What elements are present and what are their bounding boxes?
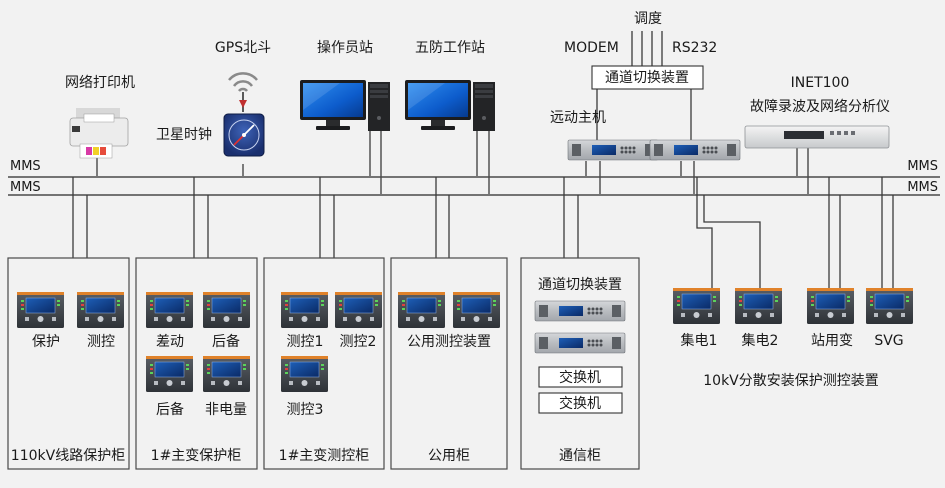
line-protection-title: 110kV线路保护柜 — [11, 448, 125, 464]
cabinet-main-transformer-control: 测控1 测控2 测控3 1#主变测控柜 — [263, 257, 385, 470]
public-title: 公用柜 — [428, 448, 470, 464]
operator-station: 操作员站 — [300, 40, 390, 131]
operator-station-label: 操作员站 — [317, 40, 373, 56]
control-device-icon — [397, 291, 446, 329]
protection-device-icon — [16, 291, 65, 329]
distributed-devices: 集电1 集电2 站用变 SVG 10kV分散安装保护测控装置 — [672, 287, 914, 389]
communication-switch-1: 交换机 — [559, 369, 601, 386]
channel-switch-unit-icon — [534, 332, 626, 354]
distributed-title: 10kV分散安装保护测控装置 — [703, 373, 879, 389]
control-device-icon — [334, 291, 383, 329]
protection-device-icon — [202, 355, 251, 393]
main-transformer-protection-dev-2: 后备 — [212, 333, 240, 350]
switch-2-box — [538, 392, 623, 414]
distributed-device-icon — [672, 287, 721, 325]
gps-clock: GPS北斗 卫星时钟 — [156, 40, 271, 157]
main-transformer-protection-dev-3: 后备 — [156, 401, 184, 418]
protection-device-icon — [76, 291, 125, 329]
main-transformer-control-dev-2: 测控2 — [340, 334, 377, 350]
operator-workstation-icon — [300, 80, 390, 131]
satellite-signal-icon — [228, 72, 258, 112]
main-transformer-protection-dev-4: 非电量 — [205, 402, 247, 418]
cabinet-communication: 通道切换装置 交换机 交换机 通信柜 — [520, 257, 640, 470]
switch-1-box — [538, 366, 623, 388]
distributed-dev-3: 站用变 — [811, 333, 853, 349]
mms-label-right-1: MMS — [907, 159, 938, 174]
communication-switch-2: 交换机 — [559, 395, 601, 412]
satellite-clock-label: 卫星时钟 — [156, 126, 212, 143]
cabinet-public: 公用测控装置 公用柜 — [390, 257, 508, 470]
distributed-device-icon — [806, 287, 855, 325]
five-prevention-station-label: 五防工作站 — [415, 40, 485, 56]
distributed-device-icon — [865, 287, 914, 325]
communication-channel-switch-label: 通道切换装置 — [538, 276, 622, 293]
distributed-device-icon — [734, 287, 783, 325]
fault-recorder-icon — [744, 125, 890, 149]
dispatch-channel: 调度 MODEM RS232 通道切换装置 远动主机 — [550, 11, 741, 161]
dispatch-label: 调度 — [634, 11, 662, 27]
main-transformer-control-dev-1: 测控1 — [287, 334, 324, 350]
bottom-connection-lines — [72, 177, 894, 288]
network-printer-label: 网络打印机 — [65, 74, 135, 91]
fault-recorder: INET100 故障录波及网络分析仪 — [744, 75, 890, 149]
public-dev-1: 公用测控装置 — [407, 334, 491, 350]
gps-label: GPS北斗 — [215, 40, 271, 56]
fault-recorder-label: 故障录波及网络分析仪 — [750, 99, 890, 115]
line-protection-dev-1: 保护 — [32, 334, 60, 350]
channel-switch-unit-icon — [534, 300, 626, 322]
inet-model-label: INET100 — [791, 75, 850, 91]
main-transformer-protection-dev-1: 差动 — [156, 334, 184, 350]
mms-label-right-2: MMS — [907, 180, 938, 195]
distributed-dev-4: SVG — [874, 333, 903, 349]
main-transformer-control-dev-3: 测控3 — [287, 402, 324, 418]
main-transformer-protection-title: 1#主变保护柜 — [151, 448, 242, 464]
telecontrol-host-2-icon — [649, 139, 741, 161]
five-prevention-station: 五防工作站 — [405, 40, 495, 131]
control-device-icon — [452, 291, 501, 329]
communication-title: 通信柜 — [559, 448, 601, 464]
channel-switch-label: 通道切换装置 — [605, 69, 689, 86]
protection-device-icon — [202, 291, 251, 329]
protection-device-icon — [145, 355, 194, 393]
printer-icon — [69, 108, 129, 159]
clock-icon — [223, 113, 265, 157]
telecontrol-host-1-icon — [567, 139, 659, 161]
main-transformer-control-title: 1#主变测控柜 — [279, 448, 370, 464]
distributed-dev-1: 集电1 — [681, 332, 718, 349]
five-prevention-workstation-icon — [405, 80, 495, 131]
protection-device-icon — [145, 291, 194, 329]
control-device-icon — [280, 355, 329, 393]
cabinet-line-protection: 保护 测控 110kV线路保护柜 — [7, 257, 130, 470]
telecontrol-host-label: 远动主机 — [550, 110, 606, 126]
channel-switch-box — [591, 65, 704, 90]
rs232-label: RS232 — [672, 40, 717, 56]
mms-label-left-1: MMS — [10, 159, 41, 174]
modem-label: MODEM — [564, 40, 619, 56]
network-printer: 网络打印机 — [65, 74, 135, 159]
cabinet-main-transformer-protection: 差动 后备 后备 非电量 1#主变保护柜 — [135, 257, 258, 470]
line-protection-dev-2: 测控 — [87, 334, 115, 350]
distributed-dev-2: 集电2 — [742, 332, 779, 349]
mms-bus-labels: MMS MMS MMS MMS — [10, 159, 938, 195]
mms-label-left-2: MMS — [10, 180, 41, 195]
mms-bus — [8, 176, 940, 196]
control-device-icon — [280, 291, 329, 329]
